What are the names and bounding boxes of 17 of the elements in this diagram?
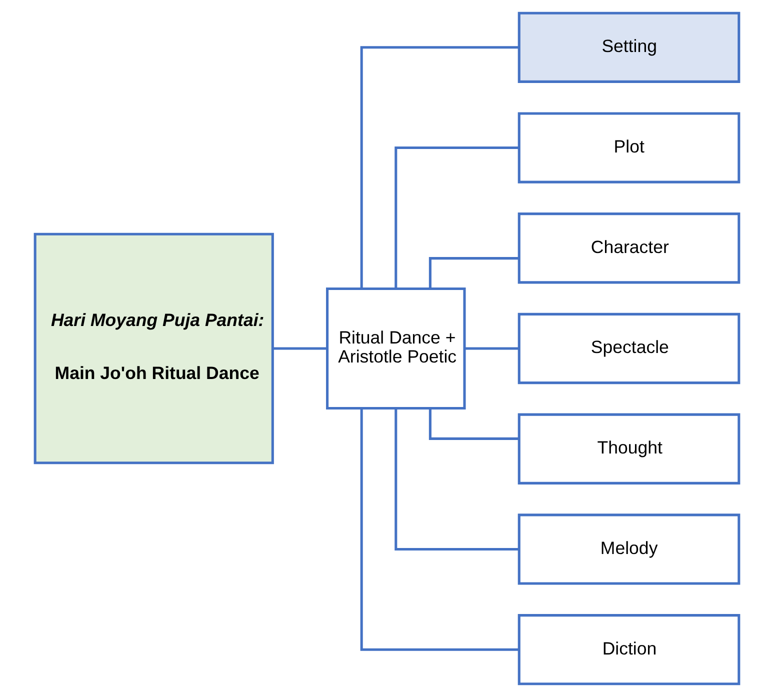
node-box: Hari Moyang Puja Pantai: Main Jo'oh Ritual Dance: [34, 232, 274, 464]
connector: [464, 347, 519, 350]
connector: [394, 408, 519, 550]
connector: [272, 347, 328, 350]
node-box: Setting: [518, 12, 740, 83]
node-box: Plot: [518, 112, 740, 184]
node-box: Character: [518, 212, 740, 284]
connector: [360, 46, 520, 289]
connector: [428, 257, 519, 288]
connector: [360, 408, 520, 651]
node-box: Spectacle: [518, 312, 740, 384]
node-box: Thought: [518, 413, 740, 484]
node-box: Diction: [518, 614, 740, 686]
node-box: Melody: [518, 514, 740, 585]
node-box: Ritual Dance + Aristotle Poetic: [326, 288, 466, 410]
connector: [394, 146, 519, 288]
connector: [428, 408, 519, 440]
